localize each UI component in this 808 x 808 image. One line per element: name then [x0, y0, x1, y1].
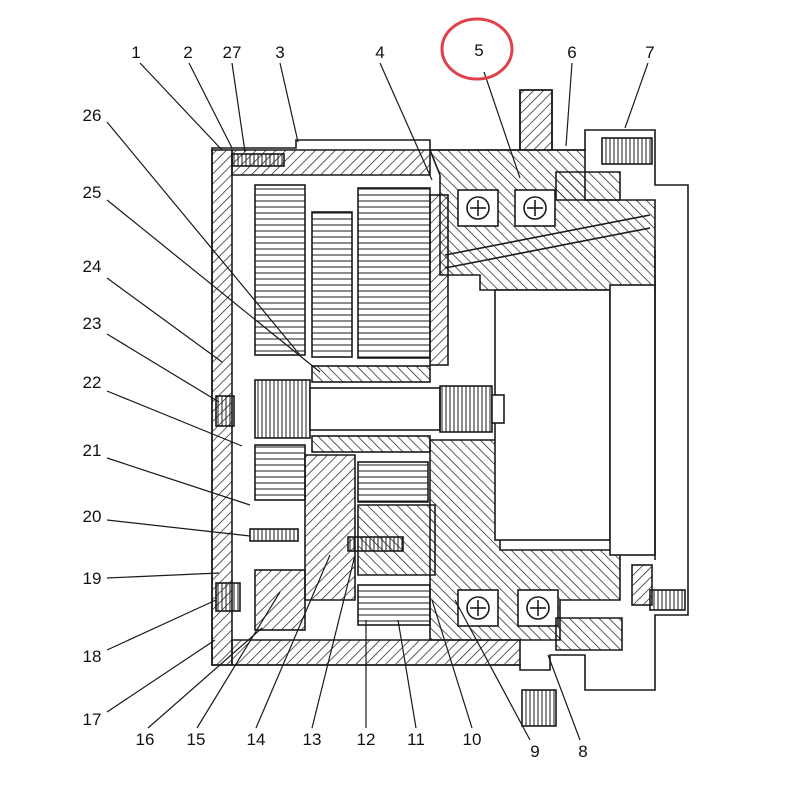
callout-18: 18 — [83, 647, 102, 666]
callout-13: 13 — [303, 730, 322, 749]
bottom-wall — [231, 639, 521, 666]
first-stage-planet — [254, 184, 306, 356]
highlight-circle — [440, 17, 514, 81]
callout-14: 14 — [247, 730, 266, 749]
callout-5: 5 — [474, 41, 483, 60]
floating-seal-upper — [555, 171, 621, 201]
motor-cavity — [494, 289, 611, 541]
leader-lines — [106, 62, 649, 741]
bolt-center — [347, 536, 404, 552]
bolt-upper-left — [231, 153, 285, 167]
spacer-upper — [311, 365, 431, 383]
planet-pin — [311, 211, 353, 358]
callout-16: 16 — [136, 730, 155, 749]
callout-7: 7 — [645, 43, 654, 62]
callout-21: 21 — [83, 441, 102, 460]
lower-ring-gear — [357, 584, 431, 626]
callout-15: 15 — [187, 730, 206, 749]
plug-lower-left — [215, 582, 241, 612]
lower-planet-b — [357, 461, 429, 503]
lower-carrier — [304, 454, 356, 601]
callout-25: 25 — [83, 183, 102, 202]
callout-11: 11 — [407, 730, 425, 749]
carrier-plate — [429, 194, 449, 366]
callout-8: 8 — [578, 742, 587, 761]
callout-9: 9 — [530, 742, 539, 761]
callout-1: 1 — [131, 43, 140, 62]
callout-19: 19 — [83, 569, 102, 588]
callout-22: 22 — [83, 373, 102, 392]
bolt-mid-left — [249, 528, 299, 542]
plug-center — [215, 395, 235, 427]
input-shaft — [309, 387, 441, 431]
port-fitting — [519, 89, 553, 151]
shaft-spline — [439, 385, 493, 433]
callout-4: 4 — [375, 43, 384, 62]
callout-24: 24 — [83, 257, 102, 276]
callout-6: 6 — [567, 43, 576, 62]
flange-bolt-upper — [601, 137, 653, 165]
callout-labels: 1 2 27 3 4 5 6 7 26 25 24 23 22 21 20 19… — [83, 41, 655, 761]
lower-bearing-inner — [457, 589, 499, 627]
motor-bore — [609, 284, 656, 556]
flange-bolt-lower — [521, 689, 557, 727]
drawing — [211, 89, 689, 727]
callout-20: 20 — [83, 507, 102, 526]
second-stage-gear — [357, 187, 431, 359]
floating-seal-lower — [555, 617, 623, 651]
callout-17: 17 — [83, 710, 102, 729]
sun-gear — [254, 379, 311, 439]
callout-3: 3 — [275, 43, 284, 62]
callout-27: 27 — [223, 43, 242, 62]
shaft-end — [491, 394, 505, 424]
callout-26: 26 — [83, 106, 102, 125]
callout-10: 10 — [463, 730, 482, 749]
spacer-lower — [311, 435, 431, 453]
callout-12: 12 — [357, 730, 376, 749]
lower-planet-a — [254, 444, 306, 501]
callout-23: 23 — [83, 314, 102, 333]
callout-2: 2 — [183, 43, 192, 62]
